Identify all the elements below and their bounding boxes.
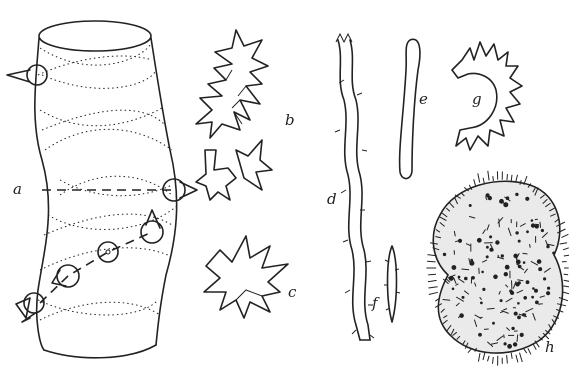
spicule-g-drawing bbox=[452, 42, 522, 150]
spicule-b-drawing bbox=[196, 30, 272, 200]
spicule-c-drawing bbox=[204, 236, 288, 318]
spicule-e-drawing bbox=[400, 39, 420, 178]
label-c: c bbox=[288, 285, 296, 300]
spicule-f-drawing bbox=[384, 246, 400, 322]
label-f: f bbox=[372, 296, 378, 311]
cell-a-drawing bbox=[7, 21, 197, 358]
label-a: a bbox=[13, 182, 22, 197]
label-h: h bbox=[545, 340, 555, 355]
spicule-d-drawing bbox=[335, 34, 374, 340]
label-e: e bbox=[419, 92, 428, 107]
spicule-h-drawing bbox=[426, 171, 569, 366]
label-b: b bbox=[285, 113, 295, 128]
label-g: g bbox=[472, 92, 482, 107]
label-d: d bbox=[327, 192, 337, 207]
